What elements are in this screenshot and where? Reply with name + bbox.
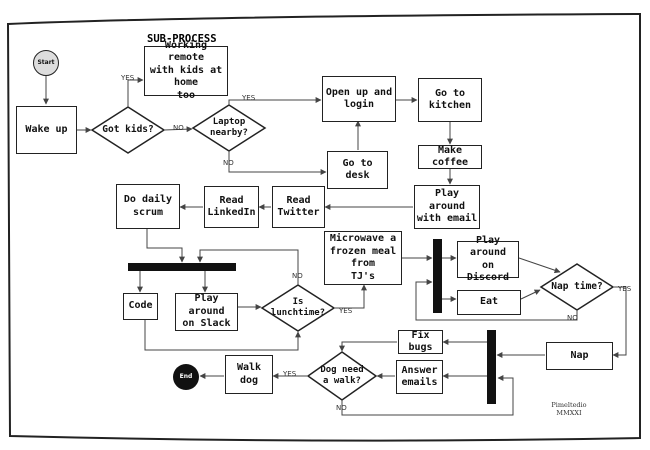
edge-dog-no xyxy=(341,375,514,416)
play-slack-box: Play around on Slack xyxy=(175,293,238,331)
edge-laptop-yes xyxy=(228,97,322,105)
make-coffee-box: Make coffee xyxy=(418,145,482,169)
got-kids-no-label: NO xyxy=(173,124,184,132)
edge-kids-yes xyxy=(127,77,144,107)
lunch-no-label: NO xyxy=(292,272,303,280)
read-twitter-box: Read Twitter xyxy=(272,186,325,228)
fork-bar-bugs xyxy=(487,330,496,404)
author-signature: Pimeltedio MMXXI xyxy=(551,401,587,417)
edge-scrum-bar xyxy=(146,229,185,263)
laptop-nearby-label: Laptop nearby? xyxy=(210,116,248,138)
fork-bar-discord xyxy=(433,239,442,313)
dog-yes-label: YES xyxy=(283,370,297,378)
laptop-yes-label: YES xyxy=(242,94,256,102)
working-remote-box: Working remote with kids at home too xyxy=(144,40,228,101)
edge-code-lunch xyxy=(144,320,301,351)
open-up-login-box: Open up and login xyxy=(322,76,396,122)
go-to-kitchen-box: Go to kitchen xyxy=(418,78,482,122)
edge-eat-nap xyxy=(520,289,541,300)
subprocess-header: SUB-PROCESS xyxy=(147,33,217,45)
daily-scrum-box: Do daily scrum xyxy=(116,184,180,229)
got-kids-yes-label: YES xyxy=(121,74,135,82)
fix-bugs-box: Fix bugs xyxy=(398,330,443,354)
fork-bar-horizontal xyxy=(128,263,236,271)
play-discord-box: Play around on Discord xyxy=(457,235,519,283)
dog-walk-label: Dog need a walk? xyxy=(320,364,364,386)
edge-lunch-no xyxy=(197,249,299,285)
nap-time-label: Nap time? xyxy=(551,281,603,293)
edge-laptop-no xyxy=(228,151,327,175)
edge-nap-no xyxy=(415,279,578,321)
connectors xyxy=(43,75,627,416)
nap-box: Nap xyxy=(546,342,613,370)
dog-no-label: NO xyxy=(336,404,347,412)
page-frame xyxy=(6,12,641,442)
play-email-box: Play around with email xyxy=(414,185,480,229)
walk-dog-box: Walk dog xyxy=(225,355,273,394)
microwave-box: Microwave a frozen meal from TJ's xyxy=(324,231,402,285)
edge-discord-nap xyxy=(518,257,561,274)
answer-emails-box: Answer emails xyxy=(396,360,443,394)
got-kids-diamond-shape xyxy=(90,106,166,154)
edge-kids-no xyxy=(163,126,193,133)
go-to-desk-box: Go to desk xyxy=(327,151,388,189)
edge-fixbugs-dog xyxy=(339,341,397,352)
edge-lunch-yes xyxy=(334,284,367,309)
eat-box: Eat xyxy=(457,290,521,315)
got-kids-label: Got kids? xyxy=(102,124,154,136)
code-box: Code xyxy=(123,293,158,320)
read-linkedin-box: Read LinkedIn xyxy=(204,186,259,228)
is-lunchtime-label: Is lunchtime? xyxy=(270,296,326,318)
wake-up-box: Wake up xyxy=(16,106,77,154)
lunch-yes-label: YES xyxy=(339,307,353,315)
laptop-no-label: NO xyxy=(223,159,234,167)
edge-nap-yes xyxy=(612,286,627,358)
nap-no-label: NO xyxy=(567,314,578,322)
nap-yes-label: YES xyxy=(618,285,632,293)
is-lunchtime-diamond-shape xyxy=(260,284,336,332)
start-node: Start xyxy=(33,50,59,76)
end-node: End xyxy=(173,364,199,390)
